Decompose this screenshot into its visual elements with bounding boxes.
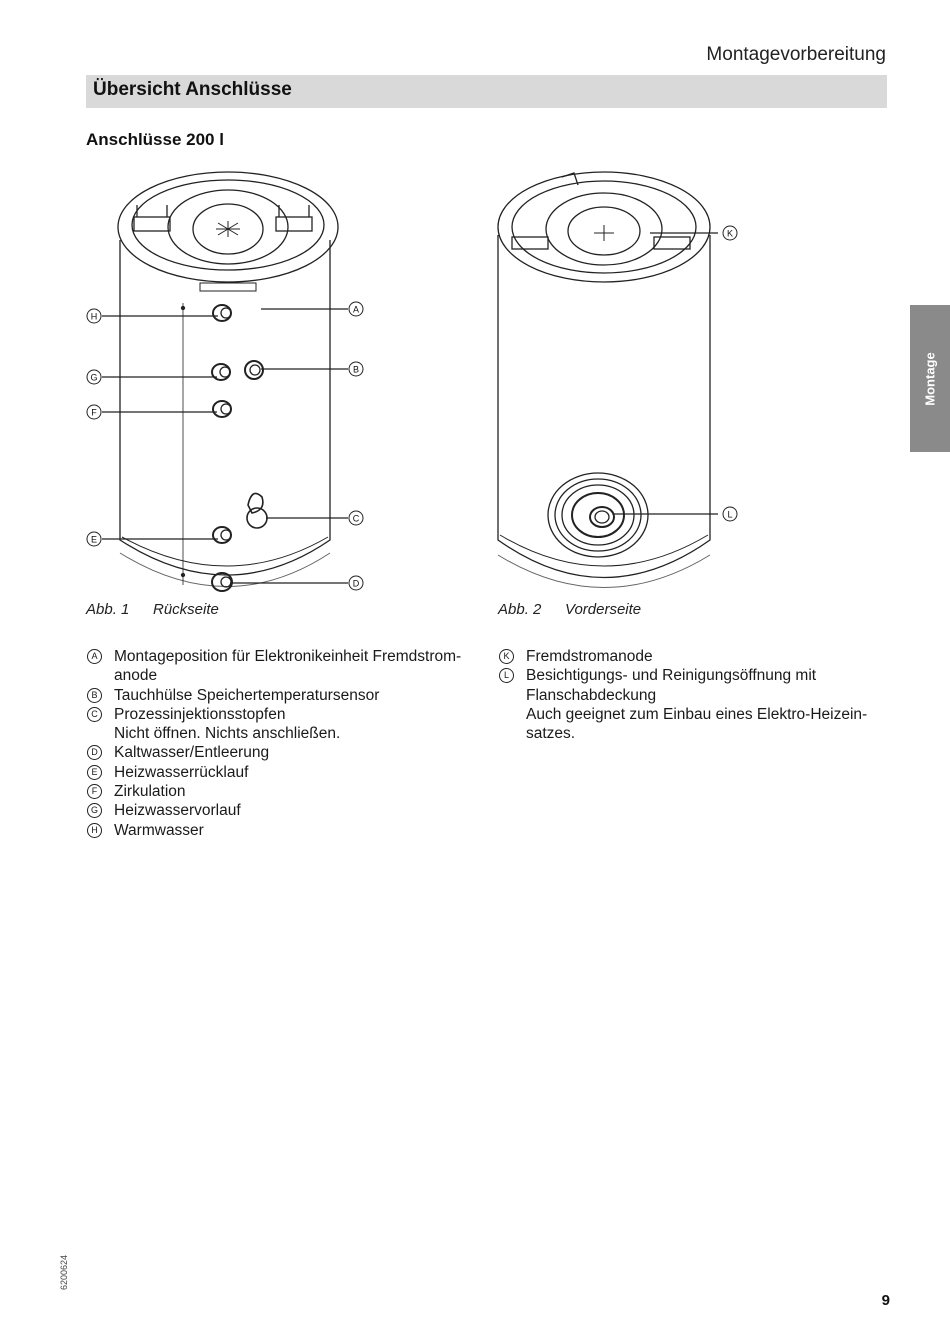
callout-k: K — [722, 225, 738, 241]
legend-item-b: B Tauchhülse Speichertemperatursensor — [86, 686, 486, 705]
figure1-caption: Abb. 1 Rückseite — [86, 601, 219, 618]
legend-item-d: D Kaltwasser/Entleerung — [86, 743, 486, 762]
legend-text: Flanschabdeckung — [526, 686, 657, 704]
legend-text: Montageposition für Elektronikeinheit Fr… — [114, 648, 462, 665]
connection-f — [212, 400, 232, 418]
legend-text: Nicht öffnen. Nichts anschließen. — [114, 725, 341, 743]
svg-text:B: B — [353, 365, 359, 375]
connection-e — [212, 526, 232, 544]
legend-key-e: E — [87, 764, 102, 780]
legend-text: Zirkulation — [114, 783, 186, 801]
side-tab[interactable]: Montage — [910, 305, 950, 452]
legend-key-a: A — [87, 649, 102, 664]
legend-item-h: H Warmwasser — [86, 821, 486, 840]
callout-g: G — [86, 369, 102, 385]
legend-key-d: D — [87, 745, 102, 761]
legend-key-f: F — [87, 784, 102, 800]
legend-text: satzes. — [526, 725, 576, 743]
svg-text:L: L — [727, 510, 732, 520]
legend-text: Heizwasserrücklauf — [114, 763, 249, 781]
connection-g — [211, 363, 231, 381]
figure2-caption: Abb. 2 Vorderseite — [498, 601, 641, 618]
section-title-bar: Übersicht Anschlüsse — [86, 75, 887, 108]
legend-key-c: C — [87, 706, 102, 722]
tank-body — [119, 240, 331, 576]
callout-d: D — [348, 575, 364, 591]
side-tab-label: Montage — [922, 351, 938, 406]
inspection-opening — [547, 472, 649, 558]
svg-text:E: E — [91, 535, 97, 545]
document-number: 6200624 — [59, 1254, 69, 1290]
legend-left: A Montageposition für Elektronikeinheit … — [86, 647, 486, 840]
legend-item-g: G Heizwasservorlauf — [86, 801, 486, 820]
connection-c — [246, 492, 268, 529]
legend-key-g: G — [87, 803, 102, 819]
legend-text: Auch geeignet zum Einbau eines Elektro-H… — [526, 705, 868, 723]
connection-d — [211, 572, 233, 592]
svg-text:A: A — [353, 305, 359, 315]
legend-item-e: E Heizwasserrücklauf — [86, 763, 486, 782]
section-title: Übersicht Anschlüsse — [93, 79, 292, 100]
tank-body — [497, 235, 711, 579]
legend-item-f: F Zirkulation — [86, 782, 486, 801]
legend-text: Heizwasservorlauf — [114, 802, 241, 820]
svg-text:K: K — [727, 229, 733, 239]
figure2-caption-text: Vorderseite — [565, 601, 642, 618]
subsection-title: Anschlüsse 200 l — [86, 130, 224, 149]
figure-front-view: K L — [497, 171, 738, 588]
legend-item-l: L Besichtigungs- und Reinigungsöffnung m… — [498, 666, 898, 743]
legend-item-k: K Fremdstromanode — [498, 647, 898, 666]
svg-text:H: H — [91, 312, 98, 322]
tank-top-lid — [497, 171, 711, 283]
legend-key-k: K — [499, 649, 514, 664]
legend-text: Prozessinjektionsstopfen — [114, 705, 286, 723]
tank-top-lid — [117, 171, 339, 283]
legend-key-b: B — [87, 687, 102, 703]
legend-text: Kaltwasser/Entleerung — [114, 744, 270, 762]
svg-text:C: C — [353, 514, 360, 524]
legend-key-h: H — [87, 822, 102, 838]
figure1-caption-number: Abb. 1 — [86, 601, 130, 618]
legend-item-c: C Prozessinjektionsstopfen Nicht öffnen.… — [86, 705, 486, 744]
callout-e: E — [86, 531, 102, 547]
legend-key-l: L — [499, 668, 514, 684]
legend-text: Besichtigungs- und Reinigungsöffnung mit — [526, 667, 817, 685]
legend-text: Warmwasser — [114, 821, 204, 839]
legend-text: Tauchhülse Speichertemperatursensor — [114, 686, 380, 704]
figure-rear-view: H G F E A B C D — [86, 171, 364, 592]
callout-c: C — [348, 510, 364, 526]
callout-a: A — [348, 301, 364, 317]
callout-h: H — [86, 308, 102, 324]
callout-b: B — [348, 361, 364, 377]
legend-text: Fremdstromanode — [526, 648, 653, 665]
callout-l: L — [722, 506, 738, 522]
legend-right: K Fremdstromanode L Besichtigungs- und R… — [498, 647, 898, 743]
connection-h — [212, 304, 232, 322]
figure1-caption-text: Rückseite — [153, 601, 219, 618]
figure2-caption-number: Abb. 2 — [498, 601, 542, 618]
connection-b — [244, 360, 264, 380]
svg-text:D: D — [353, 579, 360, 589]
page-number: 9 — [881, 1292, 890, 1309]
legend-item-a: A Montageposition für Elektronikeinheit … — [86, 647, 486, 686]
svg-text:G: G — [90, 373, 97, 383]
page-header-title: Montagevorbereitung — [706, 44, 886, 65]
callout-f: F — [86, 404, 102, 420]
legend-text: anode — [114, 667, 158, 685]
svg-text:F: F — [91, 408, 97, 418]
